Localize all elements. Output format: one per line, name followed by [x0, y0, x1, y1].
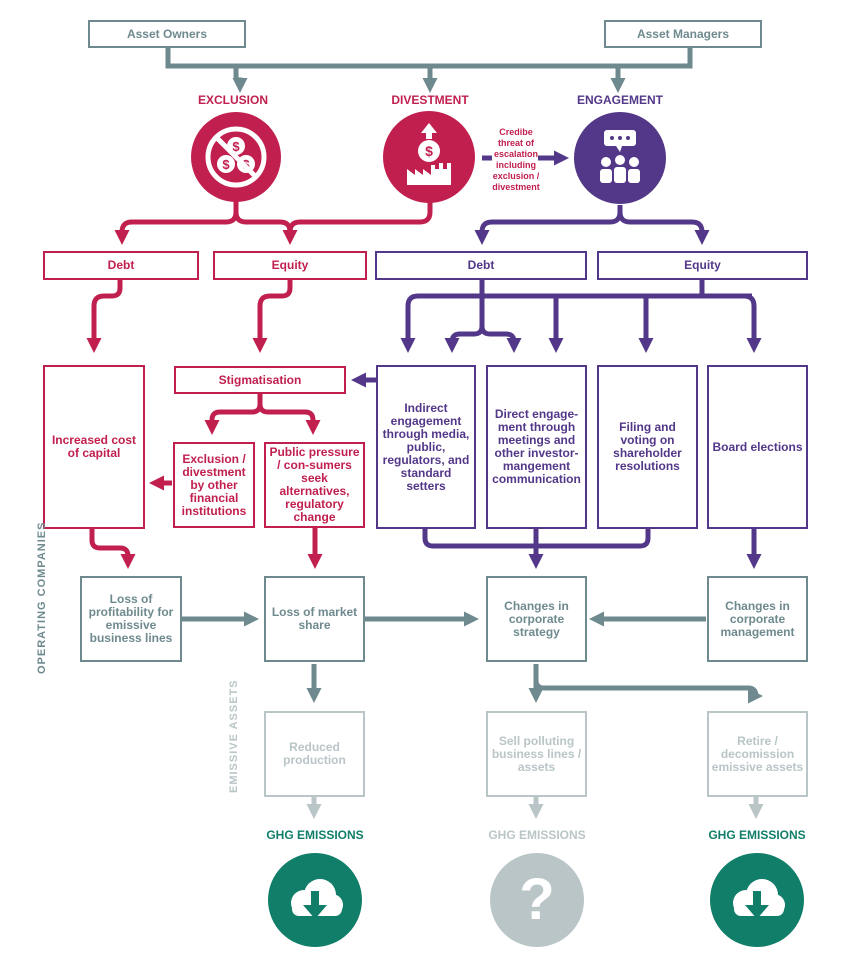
engagement-icon	[574, 112, 666, 204]
divestment-icon: $	[383, 111, 475, 203]
purple-equity-box: Equity	[597, 251, 808, 280]
emissions-down-right-icon	[710, 853, 804, 947]
loss-of-profitability-box: Loss of profitability for emissive busin…	[80, 576, 182, 662]
svg-text:$: $	[425, 143, 433, 159]
changes-in-management-box: Changes in corporate management	[707, 576, 808, 662]
indirect-engagement-box: Indirect engagement through media, publi…	[376, 365, 476, 529]
red-equity-box: Equity	[213, 251, 367, 280]
sell-polluting-box: Sell polluting business lines / assets	[486, 711, 587, 797]
cloud-download-icon	[733, 879, 785, 919]
board-elections-box: Board elections	[707, 365, 808, 529]
svg-text:$: $	[222, 157, 230, 172]
red-debt-box: Debt	[43, 251, 199, 280]
exclusion-icon: $ $ $	[191, 112, 281, 202]
divestment-factory-icon: $	[407, 123, 451, 185]
exclusion-by-others-box: Exclusion / divestment by other financia…	[173, 442, 255, 528]
meeting-people-icon	[600, 130, 640, 183]
public-pressure-box: Public pressure / con-sumers seek altern…	[264, 442, 365, 528]
exclusion-label: EXCLUSION	[197, 93, 268, 107]
emissions-unknown-icon: ?	[490, 853, 584, 947]
direct-engagement-box: Direct engage-ment through meetings and …	[486, 365, 587, 529]
escalation-threat-note: Credibe threat of escalation including e…	[492, 127, 540, 192]
emissions-down-left-icon	[268, 853, 362, 947]
emissive-assets-label: EMISSIVE ASSETS	[228, 679, 240, 793]
divestment-label: DIVESTMENT	[391, 93, 469, 107]
no-money-icon: $ $ $	[205, 126, 267, 188]
svg-text:$: $	[232, 139, 240, 154]
loss-of-market-share-box: Loss of market share	[264, 576, 365, 662]
filing-voting-box: Filing and voting on shareholder resolut…	[597, 365, 698, 529]
ghg-emissions-middle-label: GHG EMISSIONS	[488, 828, 586, 842]
ghg-emissions-left-label: GHG EMISSIONS	[266, 828, 364, 842]
asset-managers-box: Asset Managers	[604, 20, 762, 48]
operating-companies-label: OPERATING COMPANIES	[36, 521, 48, 674]
question-mark: ?	[519, 867, 555, 932]
increased-cost-box: Increased cost of capital	[43, 365, 145, 529]
ghg-emissions-right-label: GHG EMISSIONS	[708, 828, 806, 842]
asset-owners-box: Asset Owners	[88, 20, 246, 48]
reduced-production-box: Reduced production	[264, 711, 365, 797]
engagement-label: ENGAGEMENT	[576, 93, 663, 107]
purple-debt-box: Debt	[375, 251, 587, 280]
changes-in-strategy-box: Changes in corporate strategy	[486, 576, 587, 662]
cloud-download-icon	[291, 879, 343, 919]
stigmatisation-box: Stigmatisation	[174, 366, 346, 394]
retire-assets-box: Retire / decomission emissive assets	[707, 711, 808, 797]
